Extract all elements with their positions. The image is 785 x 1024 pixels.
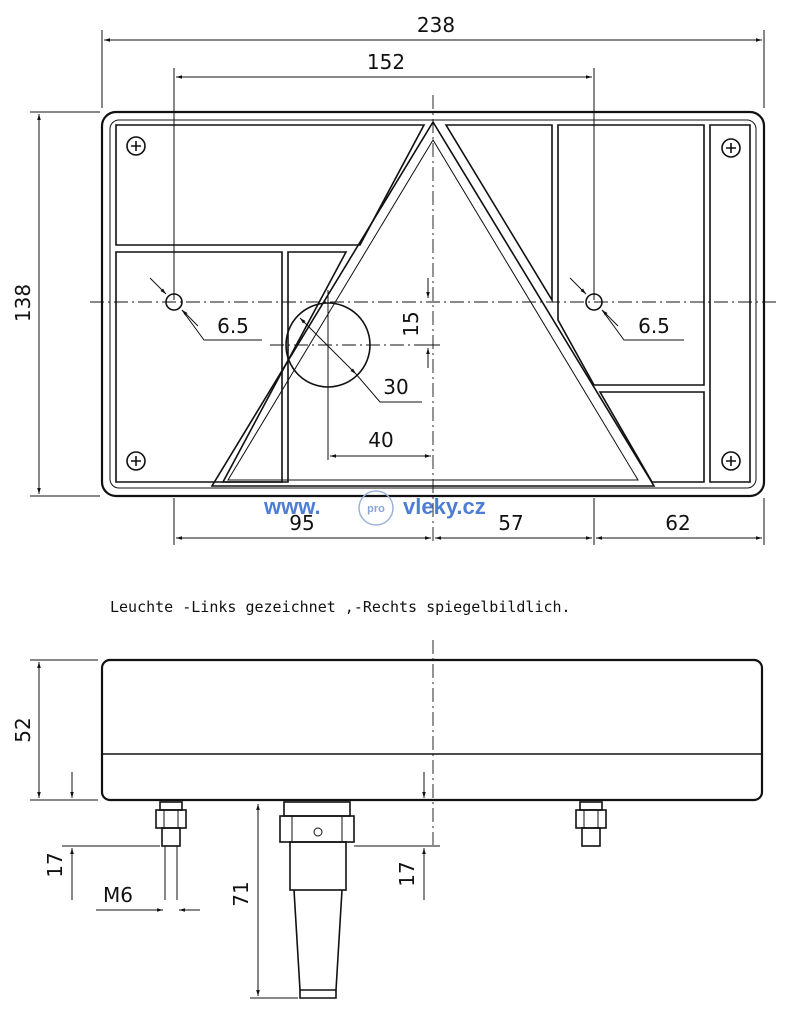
upper-left-lens [115,124,426,246]
upper-right-lens [444,124,553,303]
dim-thread: M6 [103,883,133,907]
watermark-badge: pro [367,503,385,515]
dim-right-segment: 62 [665,511,690,535]
screw-icon [126,451,146,471]
dim-connector-offset: 17 [395,861,419,886]
inner-left-lens [221,251,348,483]
side-view [100,640,764,999]
dim-connector-length: 71 [229,881,253,906]
top-view [90,95,780,545]
drawing-caption: Leuchte -Links gezeichnet ,-Rechts spieg… [110,598,571,616]
dim-left-hole-diameter: 6.5 [217,314,249,338]
screw-icon [126,136,146,156]
watermark-badge-icon [358,490,394,526]
far-right-lens [709,124,751,483]
dim-cable-hole-diameter: 30 [383,375,408,399]
cable-connector [279,801,355,999]
right-mounting-stud [575,801,607,847]
left-mounting-stud [155,801,187,900]
screw-icon [721,451,741,471]
watermark-prefix: www. [263,494,321,519]
dim-overall-width: 238 [417,13,455,37]
dim-left-segment: 95 [289,511,314,535]
side-view-dimensions: 52 17 M6 71 17 [11,659,440,999]
lower-right-lens [598,391,705,483]
dim-horizontal-offset: 40 [368,428,393,452]
dim-middle-segment: 57 [498,511,523,535]
dim-height: 138 [11,284,35,322]
dim-stud-length: 17 [43,852,67,877]
watermark: www. pro vleky.cz [263,490,486,526]
screw-icon [721,138,741,158]
watermark-domain: vleky.cz [403,494,486,519]
top-view-dimensions: 238 152 138 6.5 6.5 15 30 40 [11,13,765,545]
lower-left-lens [115,251,283,483]
dim-depth: 52 [11,717,35,742]
lamp-body-side [100,658,764,802]
right-center-lens [557,124,705,386]
dim-right-hole-diameter: 6.5 [638,314,670,338]
dim-vertical-offset: 15 [399,311,423,336]
lamp-housing-outline [100,110,766,498]
dim-mount-spacing: 152 [367,50,405,74]
